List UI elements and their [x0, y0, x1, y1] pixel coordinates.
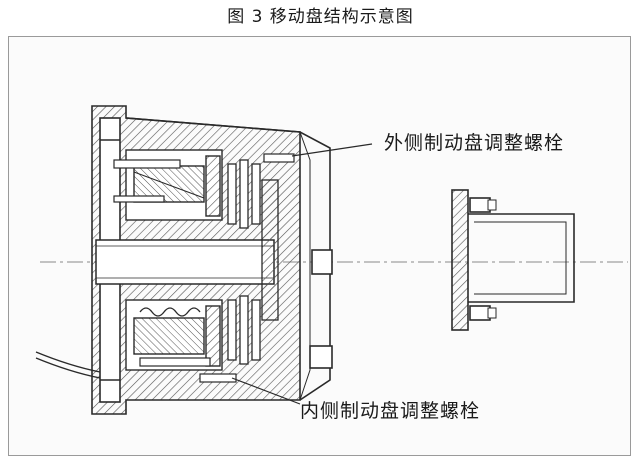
figure-caption: 图 3 移动盘结构示意图 [227, 7, 414, 27]
cable [35, 351, 101, 379]
leader-lines [231, 143, 373, 405]
shaft [95, 239, 275, 285]
end-cover [125, 117, 333, 401]
inner-disc-adjust-bolt-label: 内侧制动盘调整螺栓 [300, 400, 481, 422]
right-bracket [451, 189, 575, 331]
friction-discs [227, 159, 279, 365]
upper-coil-cavity [125, 149, 223, 221]
adjust-bolts [113, 153, 295, 383]
outer-disc-adjust-bolt-label: 外侧制动盘调整螺栓 [384, 132, 565, 154]
